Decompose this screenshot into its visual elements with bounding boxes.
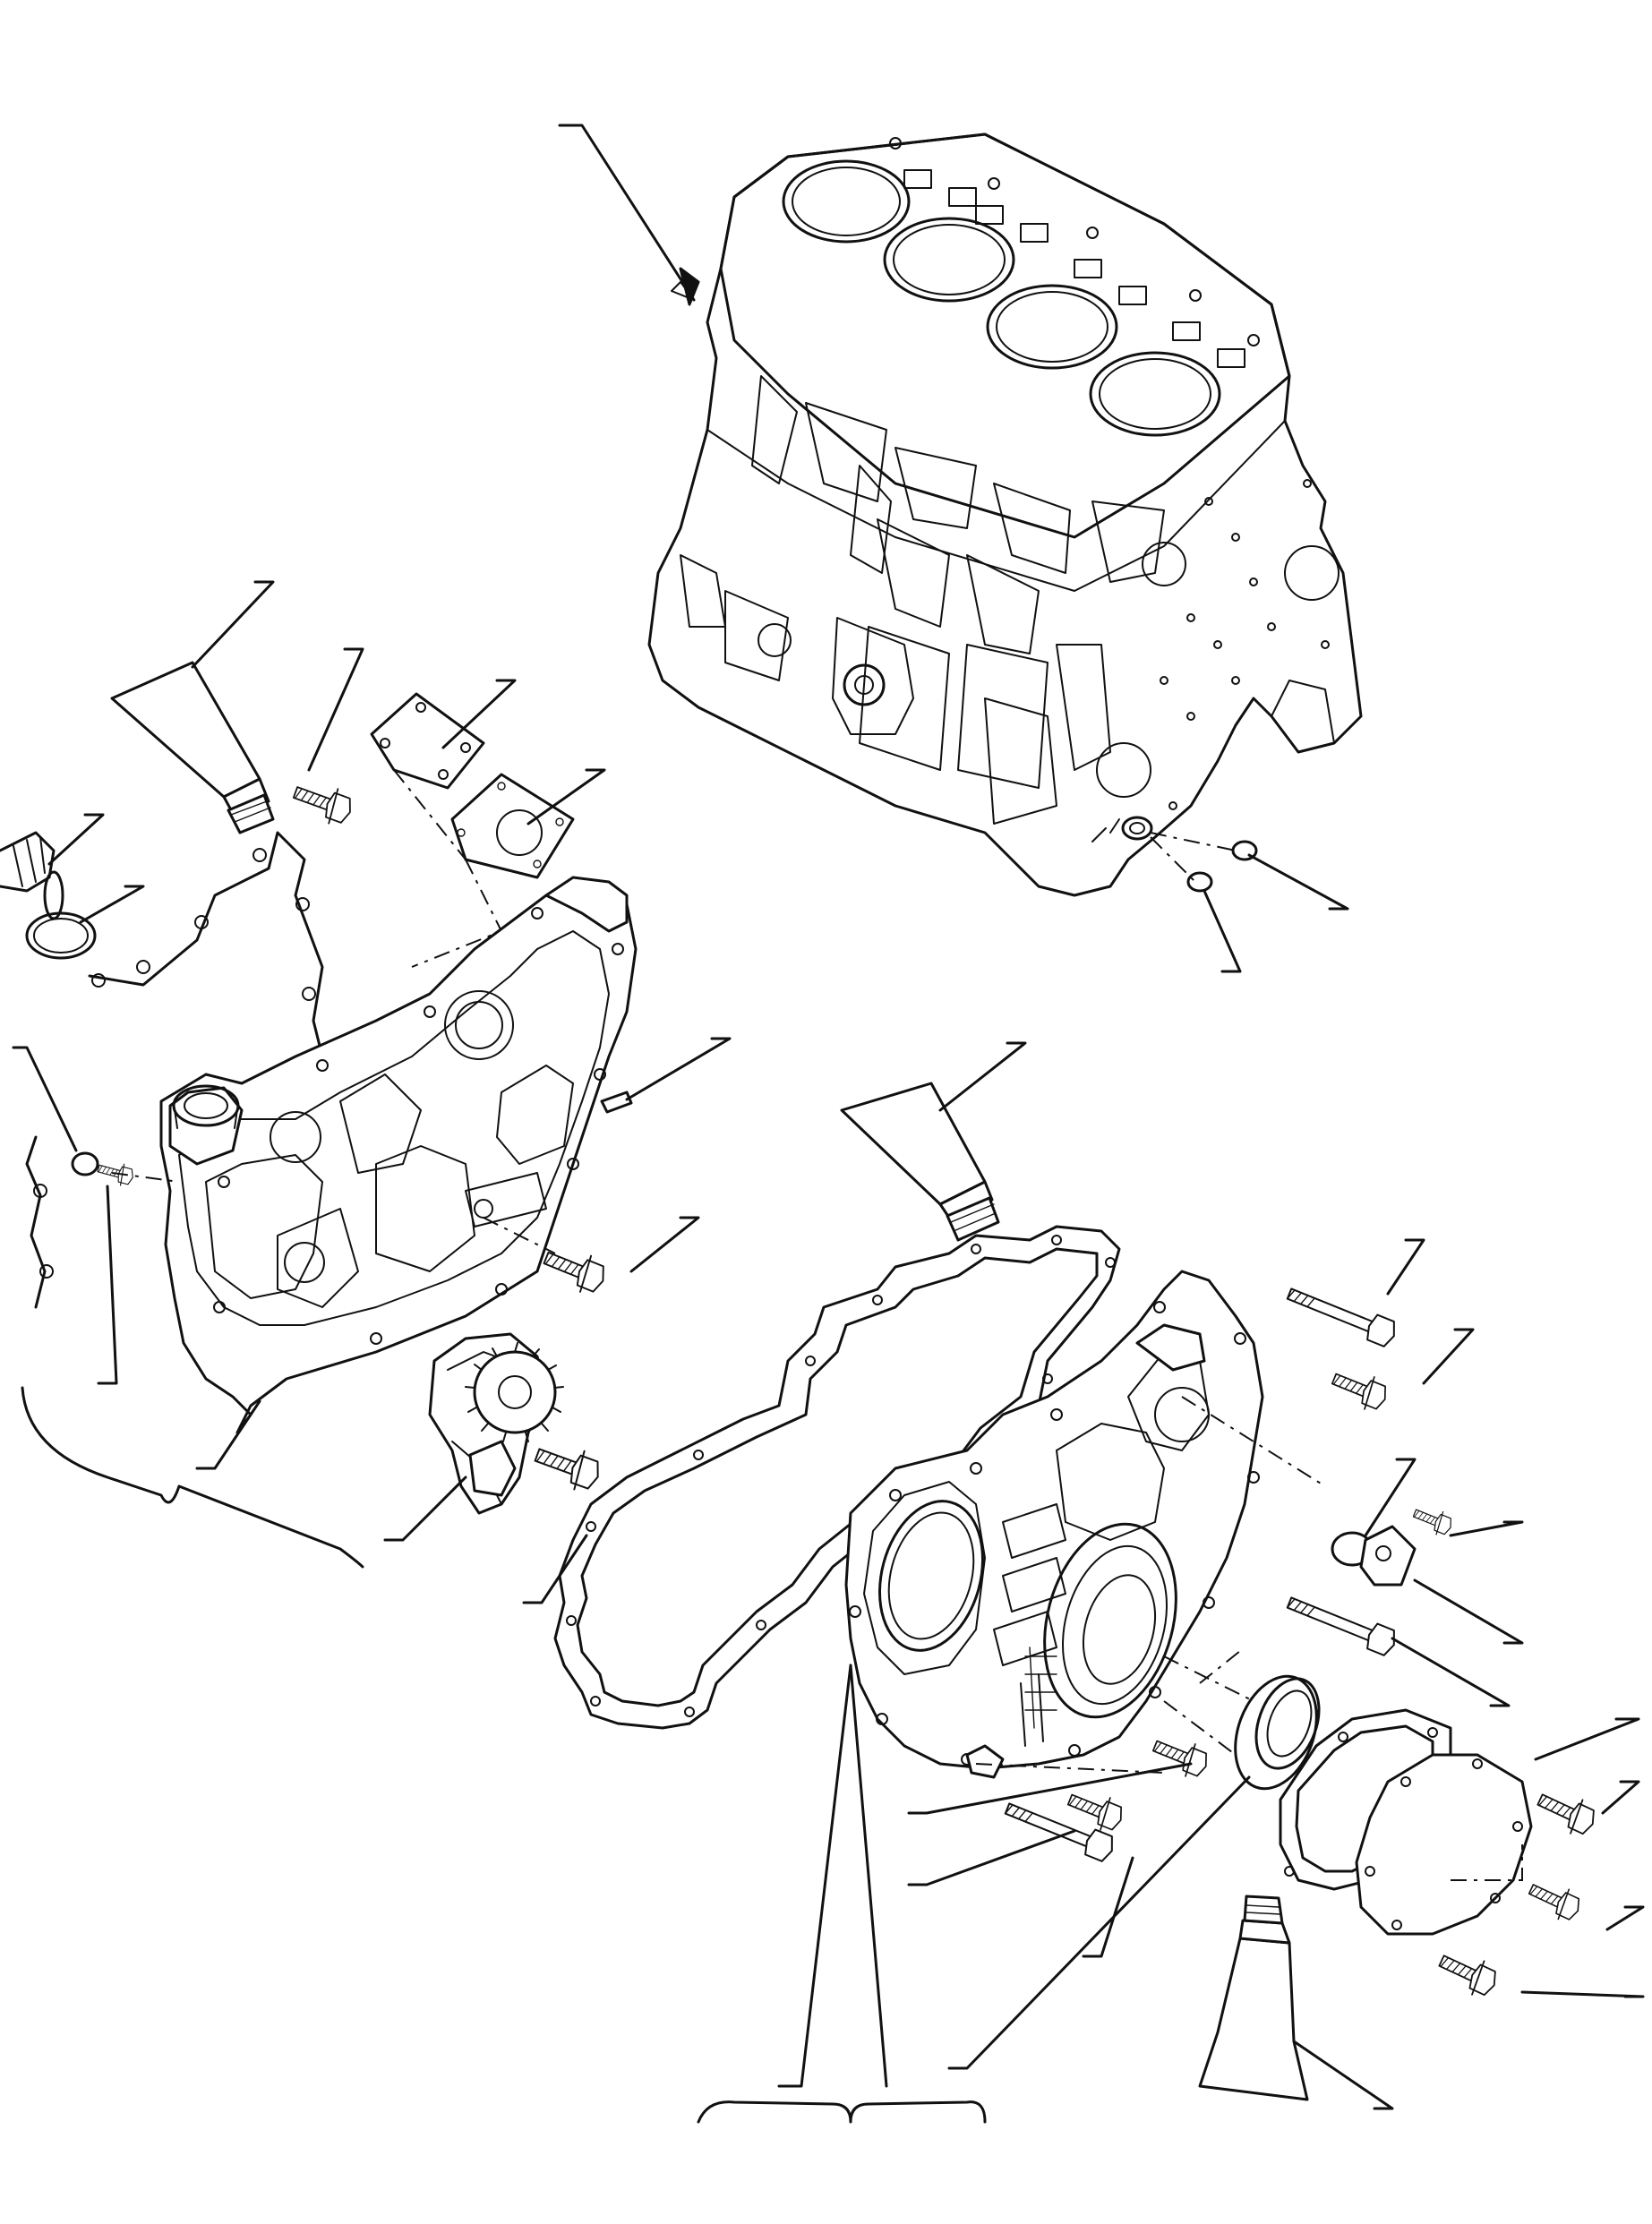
bolt [1409, 1501, 1456, 1540]
bolt [1283, 1589, 1400, 1659]
cylinder-block [647, 133, 1363, 897]
leader-lines [12, 124, 1645, 2110]
assembly-line [1163, 1655, 1254, 1702]
bolt [1531, 1783, 1601, 1842]
dowel-pin [600, 1091, 633, 1114]
bolt [1327, 1362, 1392, 1416]
assembly-line [1150, 832, 1237, 851]
bolt [1523, 1874, 1586, 1927]
front-housing [159, 876, 638, 1434]
cover-plate [370, 692, 485, 790]
o-ring [25, 911, 97, 960]
bolt [1433, 1944, 1502, 2003]
bolt [1148, 1729, 1213, 1783]
gasket [450, 773, 575, 879]
o-ring-inner [33, 918, 89, 954]
gasket [25, 831, 324, 1309]
oil-seal [1234, 1674, 1321, 1791]
assembly-line [1150, 836, 1196, 883]
bolt [288, 774, 357, 830]
assembly-line [483, 1217, 556, 1254]
nut [71, 1151, 99, 1176]
bolt [538, 1239, 612, 1299]
sealant-tube-upper [110, 661, 275, 834]
bolt [1063, 1783, 1128, 1837]
sealant-tube-lower [1198, 1895, 1309, 2101]
assembly-line [111, 1172, 180, 1183]
assembly-line [1451, 1844, 1523, 1881]
cover-plate [1359, 1525, 1417, 1587]
rear-housing [844, 1270, 1264, 1779]
group-brace [697, 2100, 987, 2124]
sealant-tube-middle [840, 1082, 1000, 1242]
bolt [529, 1435, 606, 1497]
assembly-line [1181, 1396, 1326, 1487]
assembly-line [975, 1763, 1165, 1774]
oil-pump [428, 1332, 564, 1515]
cover-plate [1355, 1753, 1533, 1936]
oil-filler-cap [0, 831, 64, 920]
assembly-line [393, 769, 466, 860]
o-ring [1186, 840, 1258, 893]
group-brace [21, 1386, 364, 1569]
assembly-line [1163, 1700, 1237, 1756]
bolt [1283, 1280, 1400, 1350]
